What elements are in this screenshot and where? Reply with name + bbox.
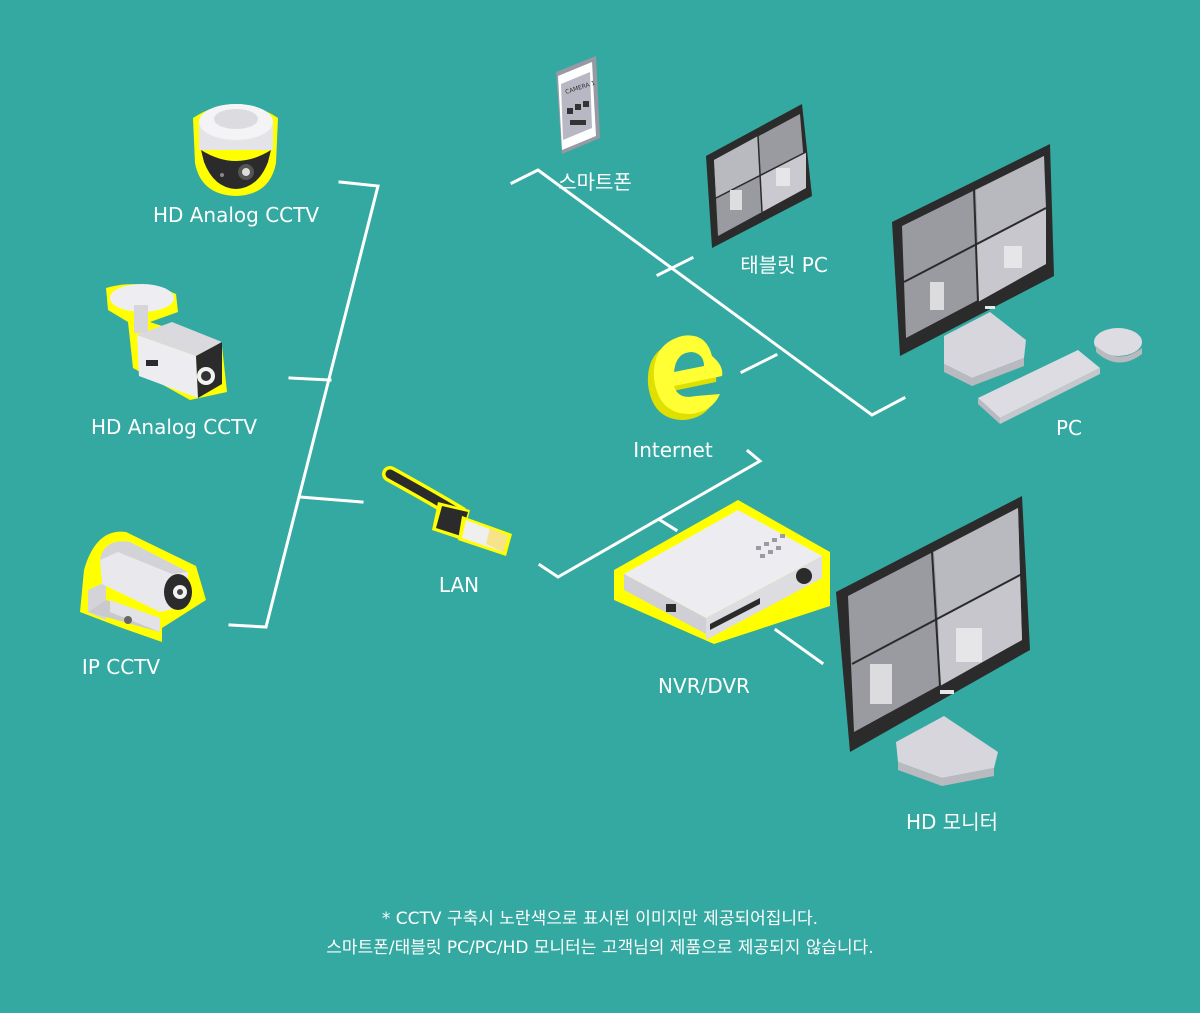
camera-bus-line	[228, 180, 380, 629]
internet-to-pc-line	[509, 168, 907, 417]
footnote-line-1: * CCTV 구축시 노란색으로 표시된 이미지만 제공되어집니다.	[381, 909, 819, 929]
tablet-link	[655, 255, 695, 278]
bullet-camera-link	[288, 376, 332, 382]
tablet-label: 태블릿 PC	[740, 253, 828, 277]
lan-cable-icon	[382, 466, 512, 556]
pc-monitor-icon	[892, 144, 1054, 386]
tablet-icon	[706, 104, 812, 248]
smartphone-label: 스마트폰	[558, 170, 632, 194]
ip-camera-icon	[80, 531, 206, 642]
keyboard-icon	[978, 350, 1100, 424]
lan-label: LAN	[438, 573, 480, 597]
hd-monitor-icon	[836, 496, 1030, 786]
connection-lines	[228, 168, 907, 666]
nvr-to-monitor-link	[773, 627, 825, 666]
pc-label: PC	[1055, 416, 1083, 440]
internet-label: Internet	[633, 438, 713, 462]
dome-camera-icon	[193, 104, 278, 196]
internet-explorer-e-icon	[647, 335, 723, 420]
internet-link	[739, 352, 779, 375]
hd-monitor-label: HD 모니터	[906, 810, 998, 834]
bullet-camera-label: HD Analog CCTV	[90, 415, 258, 439]
smartphone-icon: CAMERA 1	[556, 56, 600, 154]
nvr-dvr-label: NVR/DVR	[658, 674, 750, 698]
bullet-camera-icon	[106, 284, 227, 400]
mouse-icon	[1094, 328, 1142, 363]
camera-to-lan-link	[298, 495, 364, 504]
ip-camera-label: IP CCTV	[81, 655, 161, 679]
footnote-line-2: 스마트폰/태블릿 PC/PC/HD 모니터는 고객님의 제품으로 제공되지 않습…	[326, 938, 874, 958]
nvr-link	[657, 517, 679, 533]
nvr-dvr-icon	[614, 500, 830, 644]
dome-camera-label: HD Analog CCTV	[152, 203, 320, 227]
